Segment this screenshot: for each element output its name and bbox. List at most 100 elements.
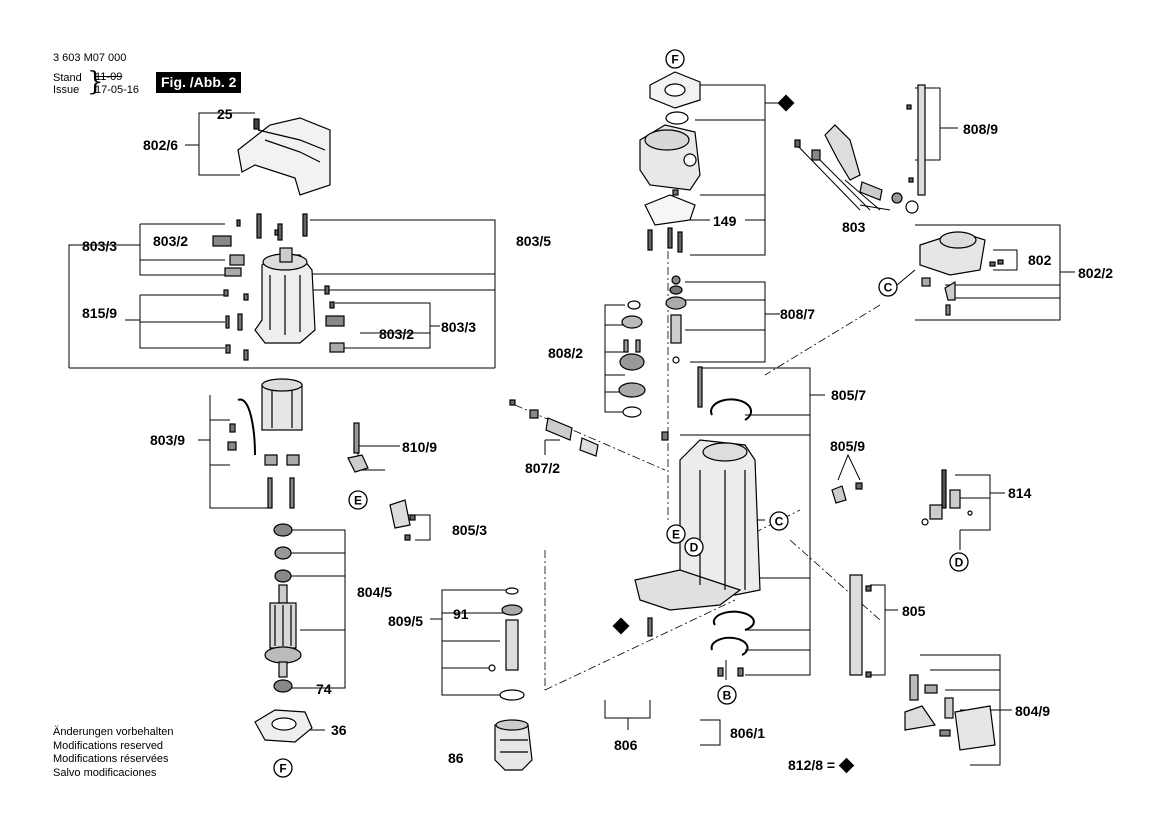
motor-housing bbox=[254, 247, 316, 344]
spindle-807-2 bbox=[509, 399, 599, 457]
part-label: 36 bbox=[331, 722, 347, 738]
part-label: 805/9 bbox=[830, 438, 865, 454]
part-label: 803/2 bbox=[153, 233, 188, 249]
screws-803-5 bbox=[236, 213, 308, 241]
circle-outline bbox=[273, 758, 293, 778]
small-parts-815-9 bbox=[223, 289, 249, 361]
part-label: 803/5 bbox=[516, 233, 551, 249]
armature-804-5 bbox=[264, 523, 302, 693]
part-label: 86 bbox=[448, 750, 464, 766]
circle-outline bbox=[684, 537, 704, 557]
circle-outline bbox=[878, 277, 898, 297]
field-stator bbox=[227, 378, 303, 509]
callout-circle: B bbox=[717, 685, 737, 705]
note-es: Salvo modificaciones bbox=[53, 766, 157, 779]
callout-circle: C bbox=[878, 277, 898, 297]
part-label: 802 bbox=[1028, 252, 1052, 268]
carbon-brush-left bbox=[212, 235, 245, 277]
part-label: 808/9 bbox=[963, 121, 998, 137]
stand-label: Stand bbox=[53, 72, 82, 84]
part-label: 814 bbox=[1008, 485, 1032, 501]
legend-text: 812/8 = bbox=[788, 757, 836, 773]
circle-outline bbox=[348, 490, 368, 510]
gasket-149 bbox=[644, 194, 696, 226]
note-fr: Modifications réservées bbox=[53, 753, 169, 765]
part-label: 803/2 bbox=[379, 326, 414, 342]
diamond-marker-icon bbox=[777, 94, 795, 112]
part-label: 803/3 bbox=[441, 319, 476, 335]
part-label: 805 bbox=[902, 603, 926, 619]
circle-letter: D bbox=[955, 556, 964, 570]
diamond-markers bbox=[612, 94, 795, 635]
circle-letter: C bbox=[884, 281, 893, 295]
stand-value: 11-09 bbox=[95, 71, 123, 83]
carbon-brush-right bbox=[324, 285, 345, 353]
circle-outline bbox=[717, 685, 737, 705]
part-label: 803/3 bbox=[82, 238, 117, 254]
part-label: 808/7 bbox=[780, 306, 815, 322]
gear-808-2 bbox=[618, 300, 646, 418]
callout-circle: E bbox=[666, 524, 686, 544]
issue-label: Issue bbox=[53, 84, 80, 96]
part-label: 806/1 bbox=[730, 725, 765, 741]
circle-outline bbox=[666, 524, 686, 544]
fan-guide-36 bbox=[254, 709, 313, 743]
callout-circle: C bbox=[769, 511, 789, 531]
part-label: 807/2 bbox=[525, 460, 560, 476]
part-label: 802/6 bbox=[143, 137, 178, 153]
part-label: 810/9 bbox=[402, 439, 437, 455]
part-label: 804/9 bbox=[1015, 703, 1050, 719]
callout-circle: F bbox=[273, 758, 293, 778]
part-label: 808/2 bbox=[548, 345, 583, 361]
circle-letter: C bbox=[775, 515, 784, 529]
part-814 bbox=[921, 469, 973, 526]
note-de: Änderungen vorbehalten bbox=[53, 726, 174, 738]
lever-803 bbox=[794, 124, 919, 214]
diamond-marker-icon bbox=[612, 617, 630, 635]
document-number: 3 603 M07 000 bbox=[53, 52, 127, 64]
modification-notes: Änderungen vorbehalten Modifications res… bbox=[53, 726, 173, 780]
part-label: 806 bbox=[614, 737, 638, 753]
gear-housing bbox=[639, 124, 701, 196]
circle-letter: D bbox=[690, 541, 699, 555]
switch-804-9 bbox=[904, 674, 996, 751]
part-label: 805/3 bbox=[452, 522, 487, 538]
circle-letter: B bbox=[723, 689, 732, 703]
circle-outline bbox=[949, 552, 969, 572]
flange-plate-top bbox=[649, 71, 701, 125]
issue-date: 17-05-16 bbox=[95, 84, 140, 96]
drill-chuck-parts bbox=[488, 587, 533, 771]
part-label: 91 bbox=[453, 606, 469, 622]
screws-149 bbox=[647, 227, 683, 253]
circle-letter: E bbox=[672, 528, 680, 542]
part-label: 802/2 bbox=[1078, 265, 1113, 281]
part-label: 805/7 bbox=[831, 387, 866, 403]
circle-letter: F bbox=[671, 53, 678, 67]
clamp-802-2 bbox=[919, 231, 1004, 316]
part-810-9 bbox=[347, 422, 369, 473]
part-label: 815/9 bbox=[82, 305, 117, 321]
rail-805 bbox=[849, 574, 872, 678]
column-rod-808-9 bbox=[906, 84, 926, 196]
part-label: 74 bbox=[316, 681, 332, 697]
note-en: Modifications reserved bbox=[53, 739, 164, 752]
callout-circle: F bbox=[665, 49, 685, 69]
center-lines bbox=[514, 235, 881, 691]
part-label: 25 bbox=[217, 106, 233, 122]
brace-icon: } bbox=[87, 67, 104, 97]
callout-circle: D bbox=[949, 552, 969, 572]
part-label: 804/5 bbox=[357, 584, 392, 600]
part-805-3 bbox=[389, 499, 416, 541]
part-label-layer: 25 802/6 803/3 803/2 803/5 815/9 803/2 803/3 803… bbox=[82, 106, 1113, 766]
circle-letter: E bbox=[354, 494, 362, 508]
diamond-icon bbox=[838, 757, 855, 774]
circle-outline bbox=[769, 511, 789, 531]
diamond-legend: 812/8 = bbox=[788, 757, 855, 774]
figure-label: Fig. /Abb. 2 bbox=[156, 72, 242, 93]
part-label: 803 bbox=[842, 219, 866, 235]
parts-artwork bbox=[212, 71, 1004, 771]
callout-circle: D bbox=[684, 537, 704, 557]
housing-cover bbox=[237, 117, 331, 196]
